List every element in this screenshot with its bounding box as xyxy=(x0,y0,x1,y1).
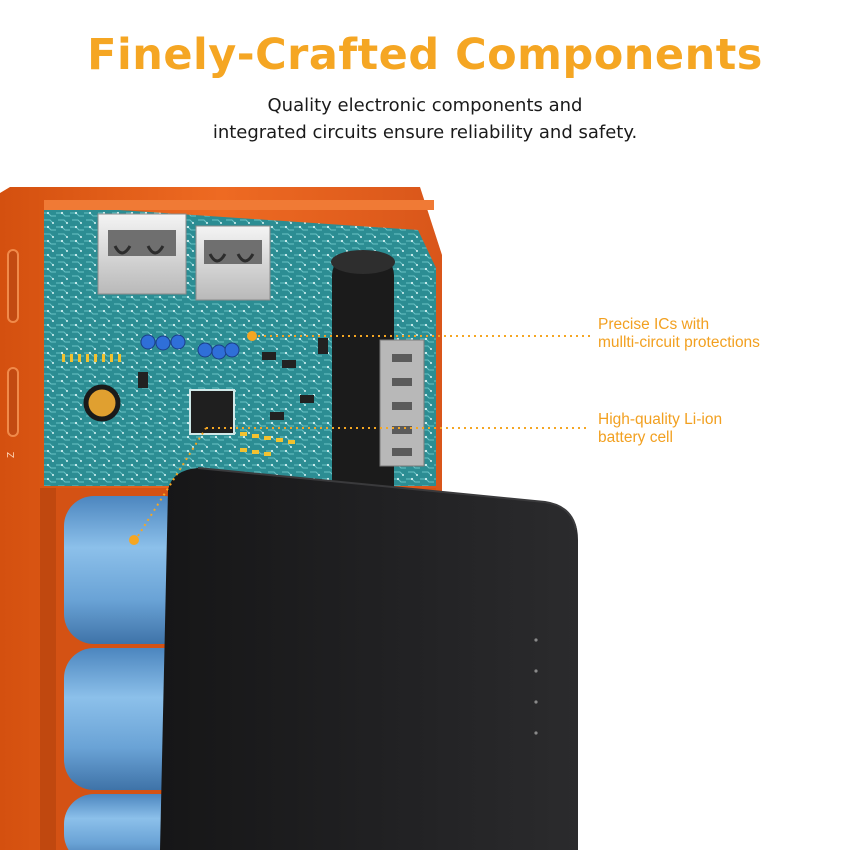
usb-port-left xyxy=(97,213,187,295)
callout-line: battery cell xyxy=(598,429,673,446)
page-title: Finely-Crafted Components xyxy=(87,30,763,80)
callout-line: mullti-circuit protections xyxy=(598,334,760,351)
callout-battery-leader xyxy=(129,427,590,545)
blue-components xyxy=(140,334,240,360)
battery-cells xyxy=(64,496,194,850)
gold-pads xyxy=(62,354,295,456)
main-ic-chip xyxy=(189,389,235,435)
small-chips xyxy=(138,338,328,420)
callout-line: High-quality Li-ion xyxy=(598,411,723,428)
metal-tab xyxy=(379,339,425,467)
callout-line: Precise ICs with xyxy=(598,316,710,333)
callout-precise-ics: Precise ICs with mullti-circuit protecti… xyxy=(598,316,760,352)
pcb-top-rim xyxy=(44,200,434,210)
callout-ic-leader xyxy=(247,331,590,341)
black-connector xyxy=(332,255,394,515)
case-side-port-top xyxy=(7,249,19,323)
callout-battery-cell: High-quality Li-ion battery cell xyxy=(598,411,722,447)
subtitle-line: Quality electronic components and xyxy=(267,95,583,116)
subtitle-line: integrated circuits ensure reliability a… xyxy=(212,122,638,143)
led-indicators xyxy=(534,638,538,735)
page-subtitle: Quality electronic components and integr… xyxy=(0,92,850,146)
black-cover xyxy=(160,468,578,850)
case-side-port-bottom xyxy=(7,367,19,437)
case-side-mark: Z xyxy=(6,452,17,458)
usb-port-right xyxy=(195,225,271,301)
inductor-coil xyxy=(83,384,121,422)
